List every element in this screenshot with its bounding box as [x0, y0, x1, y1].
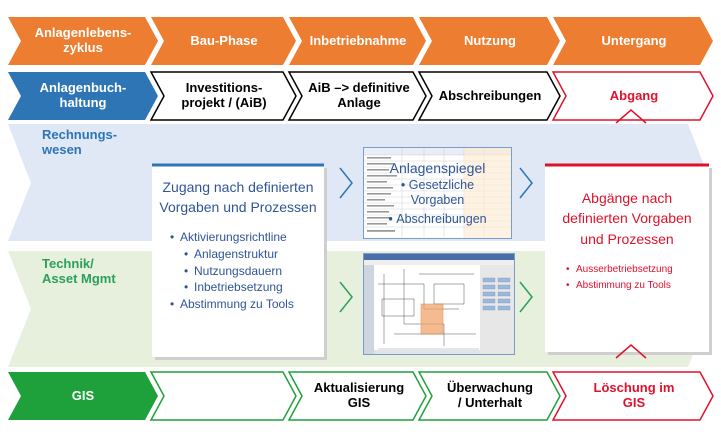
chevron-right-icon — [339, 167, 353, 199]
gis-arrow-4 — [551, 371, 714, 421]
bullet-item: •Abstimmung zu Tools — [170, 297, 294, 312]
anlagenspiegel-title: Anlagenspiegel — [389, 160, 486, 176]
rechnungswesen-label: Rechnungs- wesen — [42, 127, 118, 157]
bullet-item: •Inbetriebsetzung — [184, 280, 283, 295]
lifecycle-arrow-5 — [553, 17, 713, 65]
bullet-item: •Anlagenstruktur — [184, 246, 279, 261]
technik-label: Technik/ Asset Mgmt — [42, 256, 116, 286]
chevron-up-icon-2 — [615, 344, 647, 359]
lifecycle-arrow-1 — [8, 17, 158, 65]
accounting-arrow-2 — [287, 71, 427, 121]
anlagenspiegel-line: • Gesetzliche — [400, 177, 475, 192]
gis-arrow-3 — [417, 371, 561, 421]
accounting-arrow-1 — [149, 71, 297, 121]
right-card-title: Abgänge nach definierten Vorgaben und Pr… — [562, 190, 692, 247]
chevron-right-icon-3 — [519, 167, 533, 199]
lifecycle-arrow-3 — [289, 17, 426, 65]
chevron-right-icon-2 — [339, 281, 353, 313]
accounting-arrow-3 — [417, 71, 561, 121]
right-card — [545, 165, 709, 352]
bullet-item: •Aktivierungsrichtline — [170, 230, 287, 244]
bullet-item: •Abstimmung zu Tools — [566, 280, 671, 291]
gis-map-graphic — [364, 254, 514, 354]
right-card-bullets: •Ausserbetriebsetzung •Abstimmung zu Too… — [566, 262, 673, 294]
gis-arrow-1 — [149, 371, 297, 421]
left-card — [152, 165, 324, 357]
gis-screenshot — [363, 253, 515, 355]
left-card-bullets: •Aktivierungsrichtline •Anlagenstruktur … — [170, 229, 294, 313]
bullet-item: •Ausserbetriebsetzung — [566, 264, 673, 275]
table-graphic — [364, 148, 511, 238]
anlagenspiegel-overlay: Anlagenspiegel • Gesetzliche Vorgaben • … — [364, 160, 511, 227]
lifecycle-arrow-2 — [151, 17, 296, 65]
gis-arrow-2 — [287, 371, 427, 421]
accounting-header-arrow — [8, 72, 158, 120]
anlagenspiegel-screenshot: Anlagenspiegel • Gesetzliche Vorgaben • … — [363, 147, 512, 239]
anlagenspiegel-line: • Abschreibungen — [388, 211, 487, 226]
chevron-up-icon — [615, 109, 647, 124]
bullet-item: •Nutzungsdauern — [184, 263, 283, 278]
gis-header-arrow — [8, 372, 158, 420]
left-card-title: Zugang nach definierten Vorgaben und Pro… — [159, 179, 317, 216]
chevron-right-icon-4 — [519, 281, 533, 313]
lifecycle-arrow-4 — [419, 17, 560, 65]
accounting-arrow-4 — [551, 71, 714, 121]
anlagenspiegel-line: Vorgaben — [410, 193, 465, 208]
